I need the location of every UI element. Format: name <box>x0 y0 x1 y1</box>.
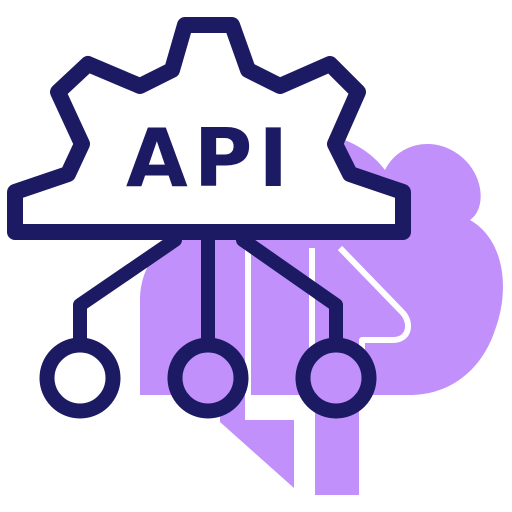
right-node-icon <box>295 337 377 419</box>
down-arrow <box>220 240 294 488</box>
center-node-icon <box>167 337 249 419</box>
gear-icon: API <box>7 17 411 240</box>
connection-lines <box>73 233 343 352</box>
left-connector <box>73 233 182 352</box>
api-label: API <box>126 112 294 205</box>
right-connector <box>236 233 343 352</box>
nodes <box>39 337 377 419</box>
left-node-icon <box>39 337 121 419</box>
gear-outline <box>7 17 411 240</box>
